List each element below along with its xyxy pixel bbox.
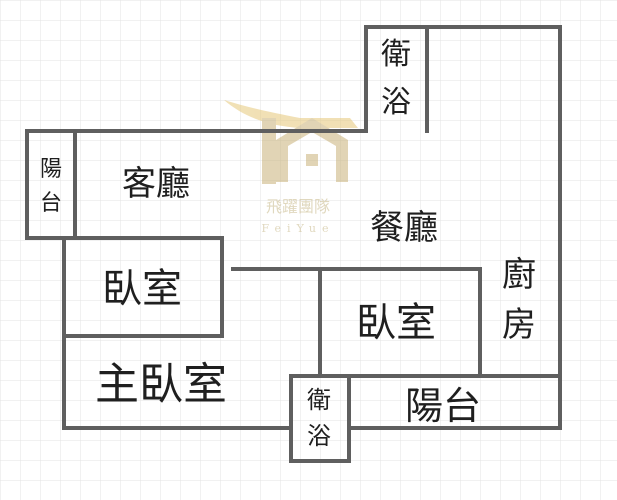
room-label-dining-room: 餐廳 xyxy=(370,208,438,248)
room-label-bedroom-left: 臥室 xyxy=(102,266,182,312)
room-label-bedroom-right: 臥室 xyxy=(356,300,436,346)
wall-bedroom-left xyxy=(62,236,224,338)
logo-roof-shape xyxy=(276,118,348,182)
room-labels: 衛浴陽台客廳餐廳臥室臥室廚房主臥室衛浴陽台 xyxy=(40,37,536,451)
room-label-bath-top: 衛浴 xyxy=(381,37,411,120)
logo-wing-shape xyxy=(224,100,358,128)
wall-bath-top xyxy=(364,25,429,133)
logo-window-shape xyxy=(306,154,318,166)
wall-right-exterior xyxy=(425,25,562,378)
wall-balcony-left xyxy=(25,129,77,240)
room-label-kitchen: 廚房 xyxy=(502,255,536,345)
logo-bar-shape xyxy=(262,118,276,184)
watermark-name-en: FeiYue xyxy=(262,222,335,235)
room-label-living-room: 客廳 xyxy=(122,164,190,204)
watermark-name-zh: 飛躍團隊 xyxy=(266,197,330,216)
wall-bath-bottom xyxy=(289,374,351,463)
watermark-logo: 飛躍團隊 FeiYue xyxy=(224,100,358,235)
room-label-bath-bottom: 衛浴 xyxy=(307,386,331,450)
wall-master-bedroom xyxy=(62,334,293,430)
room-label-balcony-right: 陽台 xyxy=(405,384,481,428)
room-label-master-bedroom: 主臥室 xyxy=(95,359,227,410)
room-label-balcony-left: 陽台 xyxy=(40,157,62,216)
walls xyxy=(25,25,562,463)
